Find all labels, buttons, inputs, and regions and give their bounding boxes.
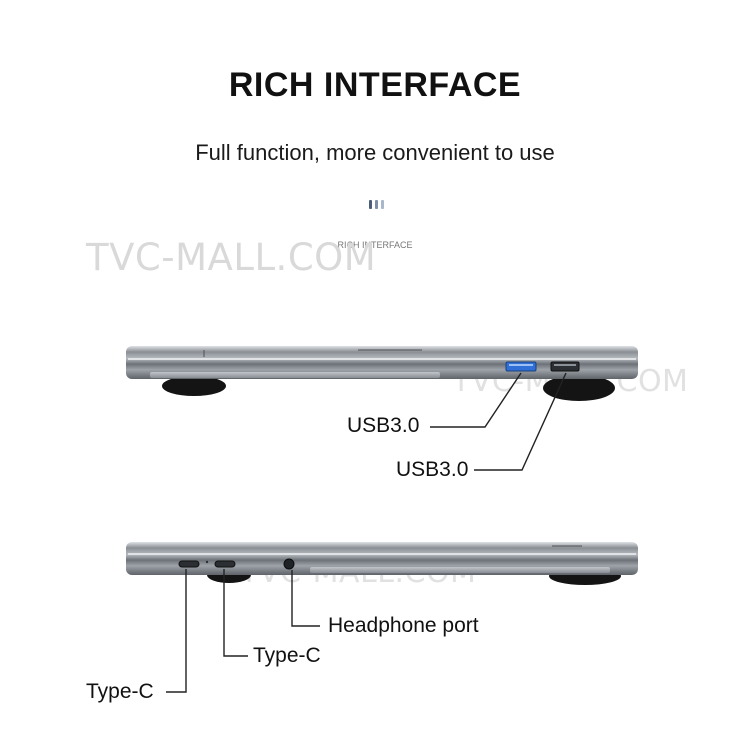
callout-label-usb: USB3.0 [396, 458, 469, 481]
headphone-jack-icon [283, 558, 295, 570]
watermark: TVC-MALL.COM [86, 236, 377, 279]
callout-line [166, 569, 187, 693]
indicator-dot [381, 200, 384, 209]
callout-line [430, 372, 522, 428]
callout-line [223, 569, 248, 657]
callout-label-type-c-left: Type-C [86, 680, 154, 703]
laptop-body [126, 542, 638, 575]
usb-a-port-icon [550, 361, 580, 372]
callout-label-headphone: Headphone port [328, 614, 479, 637]
indicator-dot [369, 200, 372, 209]
callout-label-type-c-right: Type-C [253, 644, 321, 667]
laptop-side-typec [126, 542, 638, 585]
section-label: RICH INTERFACE [337, 240, 413, 250]
type-c-port-right-icon [214, 560, 236, 568]
type-c-port-left-icon [178, 560, 200, 568]
laptop-side-usb [126, 346, 638, 401]
indicator-dot [375, 200, 378, 209]
rubber-foot [162, 376, 226, 396]
callout-line [474, 372, 567, 471]
usb-a-port-blue-icon [505, 361, 537, 372]
rubber-foot [543, 375, 615, 401]
page-indicator [369, 200, 389, 210]
page-title: RICH INTERFACE [228, 66, 522, 104]
page-subtitle: Full function, more convenient to use [195, 140, 555, 165]
callout-line [291, 570, 320, 627]
callout-label-usb-blue: USB3.0 [347, 414, 420, 437]
